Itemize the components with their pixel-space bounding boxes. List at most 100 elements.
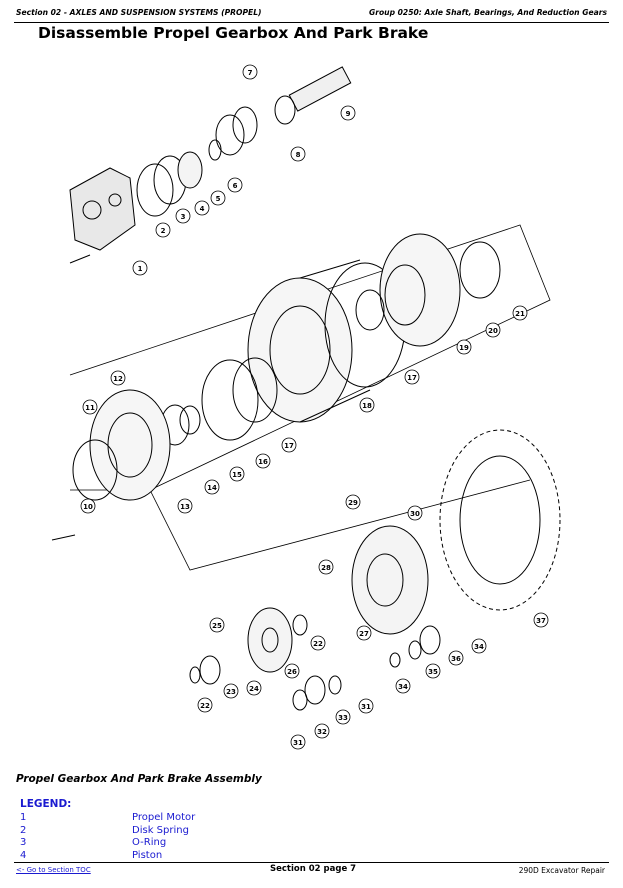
disk-spring-drawing: [136, 163, 174, 217]
svg-text:25: 25: [212, 622, 222, 630]
manual-name: 290D Excavator Repair: [518, 866, 605, 875]
callout-27: 27: [356, 625, 372, 641]
svg-text:6: 6: [233, 182, 238, 190]
callout-22: 22: [310, 635, 326, 651]
svg-text:7: 7: [248, 69, 253, 77]
svg-text:9: 9: [346, 110, 351, 118]
header-divider: [14, 22, 609, 23]
svg-text:2: 2: [161, 227, 166, 235]
callout-5: 5: [210, 190, 226, 206]
svg-text:36: 36: [451, 655, 461, 663]
legend-number: 3: [20, 837, 27, 848]
section-header: Section 02 - AXLES AND SUSPENSION SYSTEM…: [16, 8, 262, 17]
svg-text:14: 14: [207, 484, 217, 492]
callout-4: 4: [194, 200, 210, 216]
legend-label: O-Ring: [132, 837, 167, 848]
legend-title: LEGEND:: [20, 798, 72, 810]
svg-text:12: 12: [113, 375, 123, 383]
callout-29: 29: [345, 494, 361, 510]
callout-6: 6: [227, 177, 243, 193]
svg-text:23: 23: [226, 688, 236, 696]
sprocket-drawing: [439, 429, 561, 611]
legend-table: 1 Propel Motor 2 Disk Spring 3 O-Ring 4 …: [20, 812, 420, 862]
callout-12: 12: [110, 370, 126, 386]
callout-2: 2: [155, 222, 171, 238]
callout-34b: 34: [471, 638, 487, 654]
footer-divider: [14, 862, 609, 863]
callout-24: 24: [246, 680, 262, 696]
svg-text:33: 33: [338, 714, 348, 722]
legend-row: 2 Disk Spring: [20, 825, 420, 838]
callout-21: 21: [512, 305, 528, 321]
svg-text:10: 10: [83, 503, 93, 511]
legend-row: 3 O-Ring: [20, 837, 420, 850]
callout-34: 34: [395, 678, 411, 694]
callout-7: 7: [242, 64, 258, 80]
svg-text:32: 32: [317, 728, 327, 736]
carrier-drawing: [351, 525, 429, 635]
legend-row: 1 Propel Motor: [20, 812, 420, 825]
callout-19: 19: [456, 339, 472, 355]
propel-motor-drawing: [69, 167, 136, 264]
callout-10: 10: [80, 498, 96, 514]
callout-16: 16: [255, 453, 271, 469]
svg-text:34: 34: [398, 683, 408, 691]
callout-32: 32: [314, 723, 330, 739]
svg-text:30: 30: [410, 510, 420, 518]
svg-text:21: 21: [515, 310, 525, 318]
svg-text:4: 4: [200, 205, 205, 213]
figure-caption: Propel Gearbox And Park Brake Assembly: [16, 773, 262, 785]
housing-drawing: [247, 259, 406, 423]
svg-text:13: 13: [180, 503, 190, 511]
go-to-section-toc-link[interactable]: <- Go to Section TOC: [16, 866, 91, 874]
callout-3: 3: [175, 208, 191, 224]
legend-row: 4 Piston: [20, 850, 420, 863]
hub-drawing: [379, 233, 461, 347]
svg-text:22: 22: [313, 640, 323, 648]
callout-13: 13: [177, 498, 193, 514]
svg-text:37: 37: [536, 617, 546, 625]
page-number: Section 02 page 7: [270, 864, 357, 874]
callout-26: 26: [284, 663, 300, 679]
callout-14: 14: [204, 479, 220, 495]
svg-text:3: 3: [181, 213, 186, 221]
callout-9: 9: [340, 105, 356, 121]
page-title: Disassemble Propel Gearbox And Park Brak…: [38, 24, 429, 42]
piston-drawing: [177, 151, 203, 189]
svg-text:16: 16: [258, 458, 268, 466]
callout-33: 33: [335, 709, 351, 725]
callout-17b: 17: [404, 369, 420, 385]
legend-label: Piston: [132, 849, 163, 861]
svg-text:28: 28: [321, 564, 331, 572]
svg-text:11: 11: [85, 404, 95, 412]
callout-8: 8: [290, 146, 306, 162]
svg-text:24: 24: [249, 685, 259, 693]
callout-31: 31: [290, 734, 306, 750]
callout-30: 30: [407, 505, 423, 521]
svg-text:1: 1: [138, 265, 143, 273]
svg-text:19: 19: [459, 344, 469, 352]
svg-text:26: 26: [287, 668, 297, 676]
callout-31b: 31: [358, 698, 374, 714]
cover-drawing: [89, 389, 171, 501]
callout-36: 36: [448, 650, 464, 666]
legend-number: 2: [20, 824, 27, 836]
callout-1: 1: [132, 260, 148, 276]
callout-17: 17: [281, 437, 297, 453]
svg-text:27: 27: [359, 630, 369, 638]
callout-11: 11: [82, 399, 98, 415]
group-header: Group 0250: Axle Shaft, Bearings, And Re…: [368, 8, 607, 17]
shaft-drawing: [274, 66, 352, 125]
svg-text:31: 31: [293, 739, 303, 747]
svg-text:5: 5: [216, 195, 221, 203]
svg-text:17: 17: [407, 374, 417, 382]
svg-text:18: 18: [362, 402, 372, 410]
callout-35: 35: [425, 663, 441, 679]
svg-text:8: 8: [296, 151, 301, 159]
legend-number: 4: [20, 849, 27, 861]
legend-label: Propel Motor: [132, 812, 196, 823]
exploded-parts-diagram: 1 2 3 4 5 6 7 8 9 10 11 12 13 14 15 16 1…: [30, 50, 590, 760]
callout-18: 18: [359, 397, 375, 413]
svg-text:34: 34: [474, 643, 484, 651]
svg-text:15: 15: [232, 471, 242, 479]
